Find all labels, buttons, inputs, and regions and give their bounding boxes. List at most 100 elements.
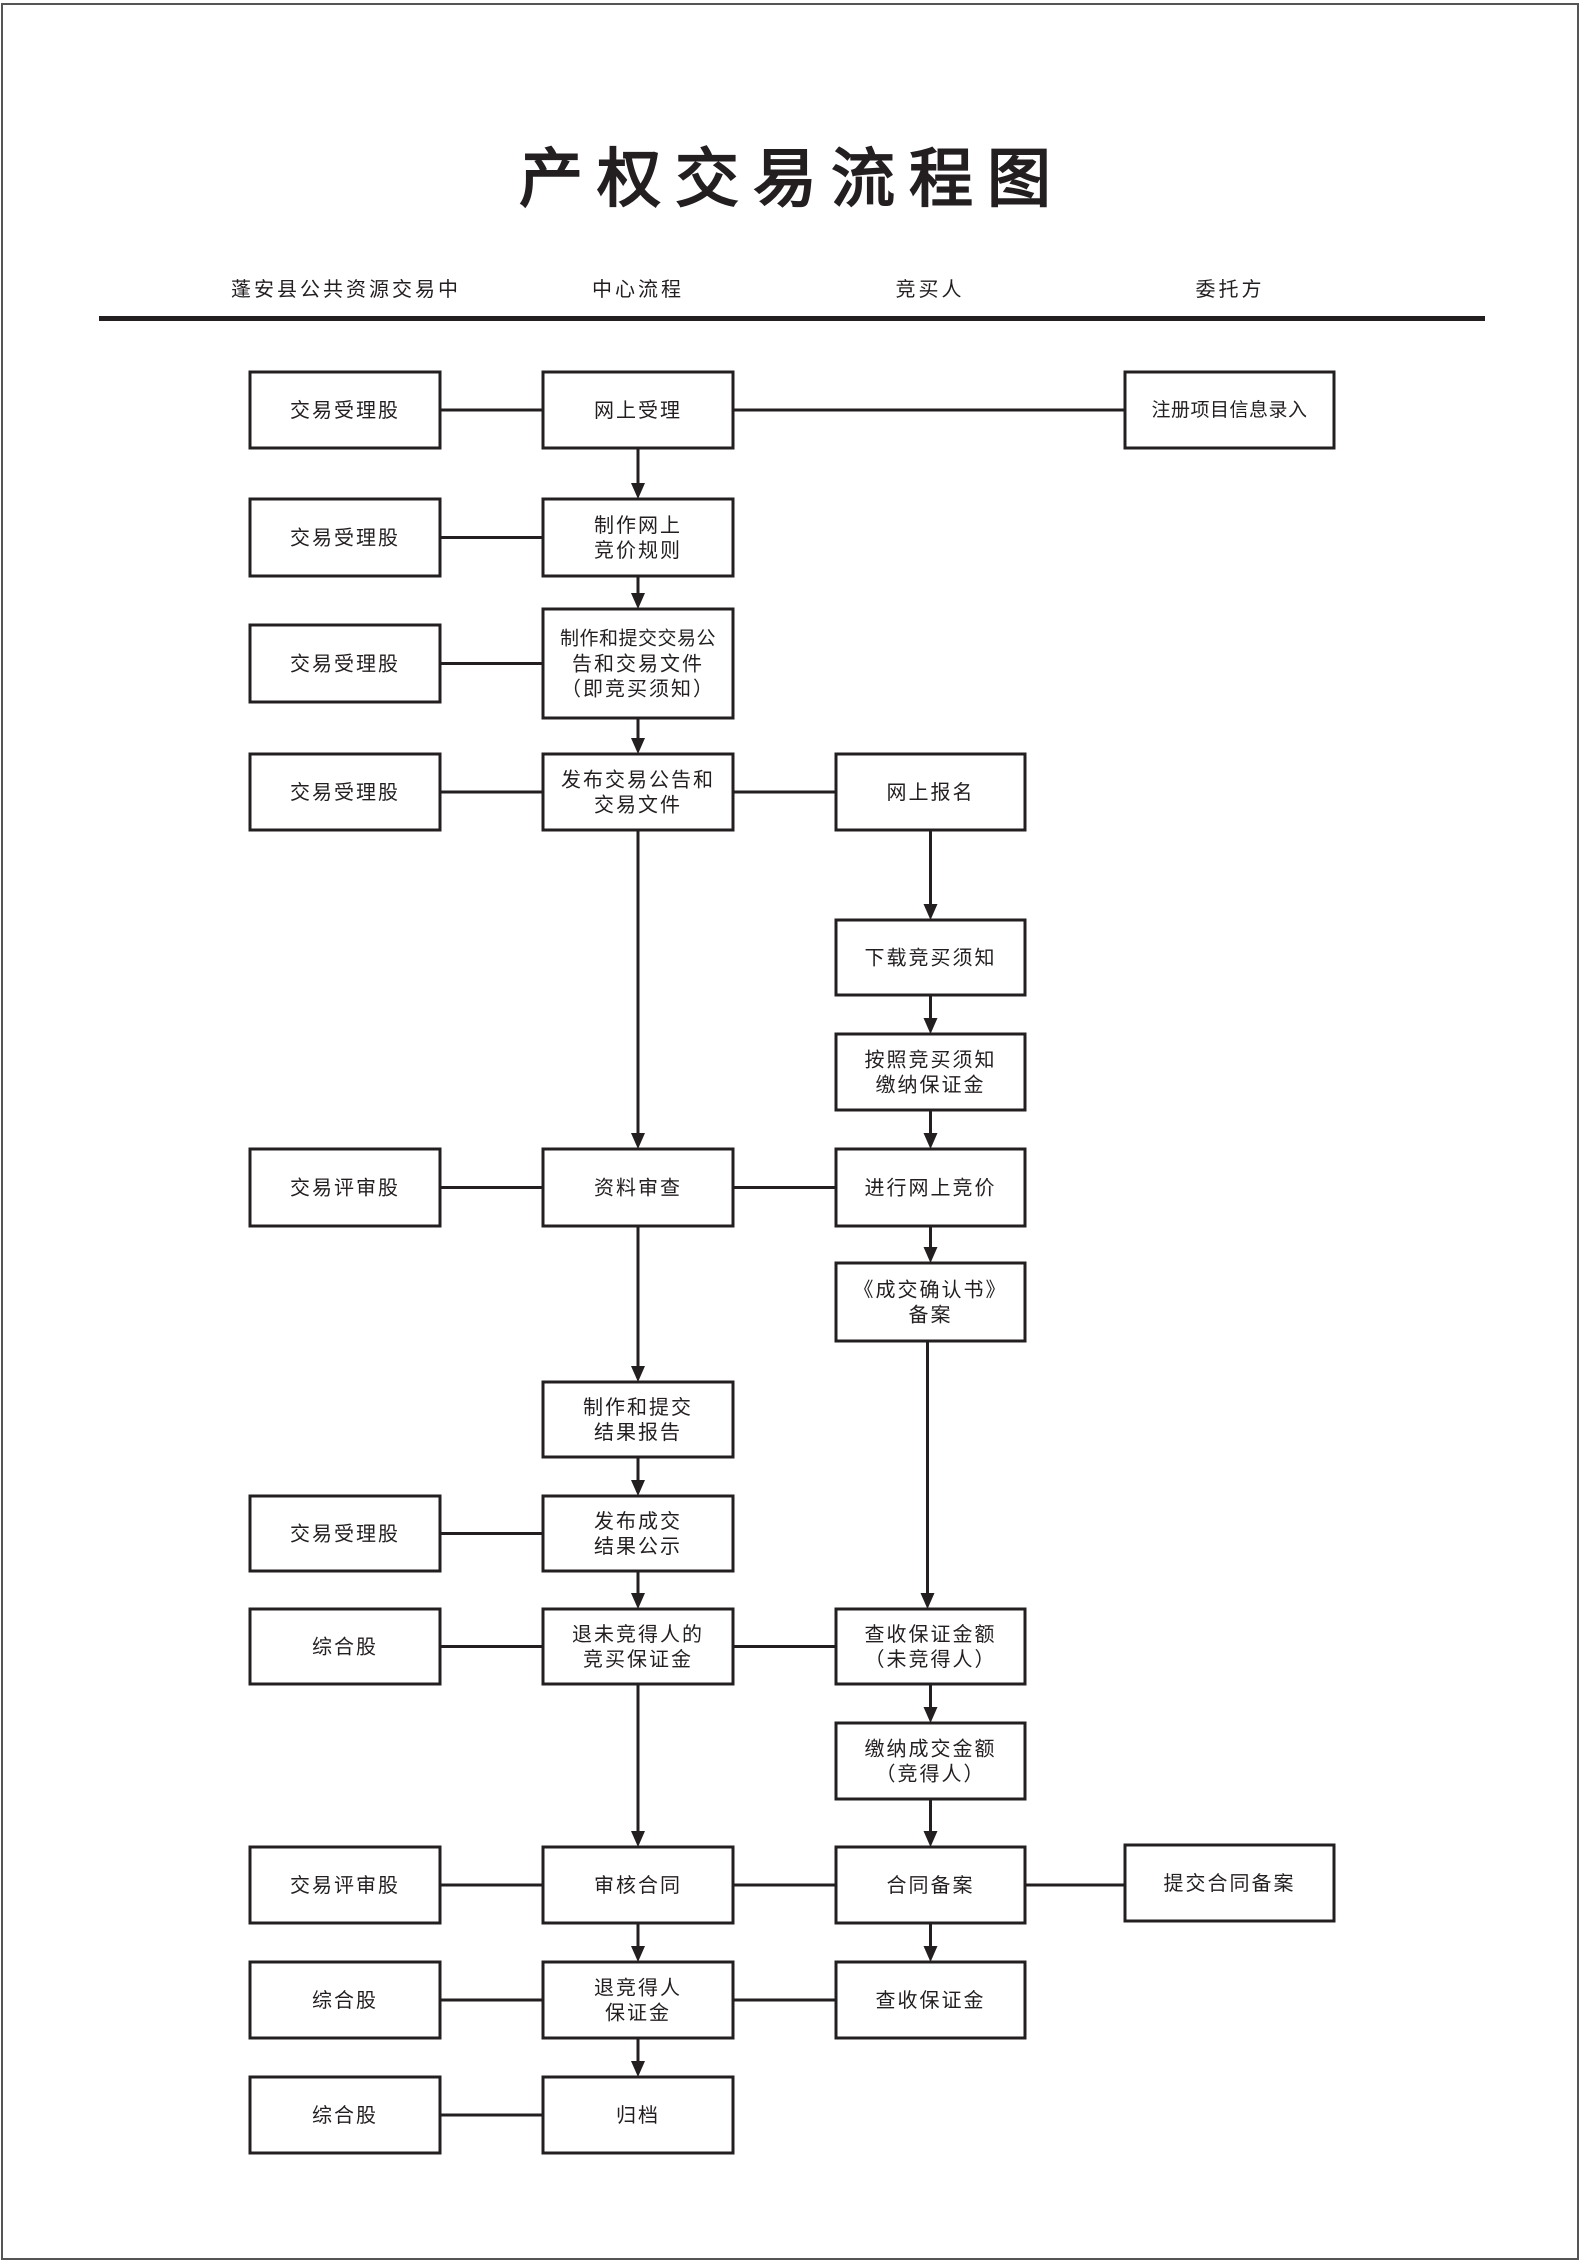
flow-node-d10: 交易受理股 <box>248 1494 442 1573</box>
flow-node-b7: 进行网上竞价 <box>834 1147 1027 1228</box>
node-label: 交易文件 <box>594 793 682 817</box>
node-box <box>248 497 442 578</box>
node-label: 发布交易公告和 <box>561 768 715 792</box>
connector-b12-b13 <box>923 1799 938 1847</box>
node-box <box>541 1845 735 1925</box>
node-label: 交易受理股 <box>290 780 400 804</box>
nodes-layer: 交易受理股网上受理注册项目信息录入交易受理股制作网上竞价规则交易受理股制作和提交… <box>248 370 1336 2155</box>
edges-layer <box>440 408 1125 2117</box>
arrowhead-icon <box>631 1133 645 1149</box>
flow-node-b11: 查收保证金额（未竞得人） <box>834 1607 1027 1686</box>
flow-node-d1: 交易受理股 <box>248 370 442 450</box>
node-label: 制作和提交交易公 <box>560 628 716 650</box>
node-label: 发布成交 <box>594 1509 682 1533</box>
flow-node-c7: 资料审查 <box>541 1147 735 1228</box>
node-label: 《成交确认书》 <box>854 1278 1008 1302</box>
node-label: 综合股 <box>312 1988 378 2012</box>
node-box <box>248 752 442 832</box>
flow-node-d11: 综合股 <box>248 1607 442 1686</box>
connector-b4-b5 <box>923 830 938 920</box>
header-divider <box>99 316 1485 321</box>
node-box <box>834 1960 1027 2040</box>
flow-node-b5: 下载竞买须知 <box>834 918 1027 997</box>
connector-c13-c14 <box>631 1923 645 1962</box>
node-label: 备案 <box>909 1303 953 1327</box>
node-box <box>541 607 735 720</box>
node-label: 竞价规则 <box>594 538 682 562</box>
connector-b6-b7 <box>923 1110 938 1149</box>
page-title: 产权交易流程图 <box>519 143 1065 217</box>
node-box <box>248 1494 442 1573</box>
node-box <box>834 918 1027 997</box>
node-box <box>248 1845 442 1925</box>
flow-node-b13: 合同备案 <box>834 1845 1027 1925</box>
node-box <box>541 497 735 578</box>
arrowhead-icon <box>631 483 645 499</box>
flow-node-c15: 归档 <box>541 2075 735 2155</box>
flow-node-d13: 交易评审股 <box>248 1845 442 1925</box>
node-label: 结果报告 <box>594 1420 682 1444</box>
node-label: 退竞得人 <box>594 1976 682 2000</box>
node-box <box>834 1261 1027 1343</box>
node-label: 查收保证金额 <box>865 1622 997 1646</box>
connector-c3-c4 <box>631 718 645 754</box>
lane-header-client: 委托方 <box>1195 277 1265 301</box>
node-label: 归档 <box>616 2103 660 2127</box>
node-label: 网上受理 <box>594 398 682 422</box>
node-label: 查收保证金 <box>876 1988 986 2012</box>
node-label: 资料审查 <box>594 1176 682 1200</box>
node-label: 缴纳成交金额 <box>865 1737 997 1761</box>
node-box <box>541 2075 735 2155</box>
connector-c9-c10 <box>631 1457 645 1496</box>
node-box <box>541 1607 735 1686</box>
flow-node-r1: 注册项目信息录入 <box>1123 370 1336 450</box>
flow-node-d4: 交易受理股 <box>248 752 442 832</box>
flow-node-b14: 查收保证金 <box>834 1960 1027 2040</box>
node-label: 结果公示 <box>594 1534 682 1558</box>
node-box <box>541 1147 735 1228</box>
flow-node-d2: 交易受理股 <box>248 497 442 578</box>
connector-b13-b14 <box>923 1923 938 1962</box>
node-label: 综合股 <box>312 1635 378 1659</box>
arrowhead-icon <box>923 1018 938 1034</box>
node-label: 制作网上 <box>594 513 682 537</box>
node-box <box>541 1380 735 1459</box>
arrowhead-icon <box>923 1707 938 1723</box>
node-label: 告和交易文件 <box>572 652 704 676</box>
connector-c11-c13 <box>631 1684 645 1847</box>
node-box <box>541 1960 735 2040</box>
node-label: 交易受理股 <box>290 652 400 676</box>
node-label: 合同备案 <box>887 1873 975 1897</box>
lane-header-buyer: 竞买人 <box>895 277 965 301</box>
connector-b11-b12 <box>923 1684 938 1723</box>
node-label: 按照竞买须知 <box>865 1048 997 1072</box>
node-label: 交易评审股 <box>290 1176 400 1200</box>
node-label: 审核合同 <box>594 1873 682 1897</box>
node-box <box>834 1607 1027 1686</box>
connector-c1-c2 <box>631 448 645 499</box>
node-label: 制作和提交 <box>583 1395 693 1419</box>
node-box <box>541 752 735 832</box>
node-box <box>834 1721 1027 1801</box>
connector-c4-c7 <box>631 830 645 1149</box>
node-box <box>248 2075 442 2155</box>
node-box <box>541 370 735 450</box>
arrowhead-icon <box>923 1247 938 1263</box>
connector-c14-c15 <box>631 2038 645 2077</box>
node-box <box>248 1607 442 1686</box>
flow-node-r13: 提交合同备案 <box>1123 1843 1336 1923</box>
node-label: 网上报名 <box>887 780 975 804</box>
node-label: 保证金 <box>605 2001 671 2025</box>
arrowhead-icon <box>631 1946 645 1962</box>
arrowhead-icon <box>631 1593 645 1609</box>
node-box <box>834 1147 1027 1228</box>
flow-node-b12: 缴纳成交金额（竞得人） <box>834 1721 1027 1801</box>
flow-node-d7: 交易评审股 <box>248 1147 442 1228</box>
flow-node-c1: 网上受理 <box>541 370 735 450</box>
